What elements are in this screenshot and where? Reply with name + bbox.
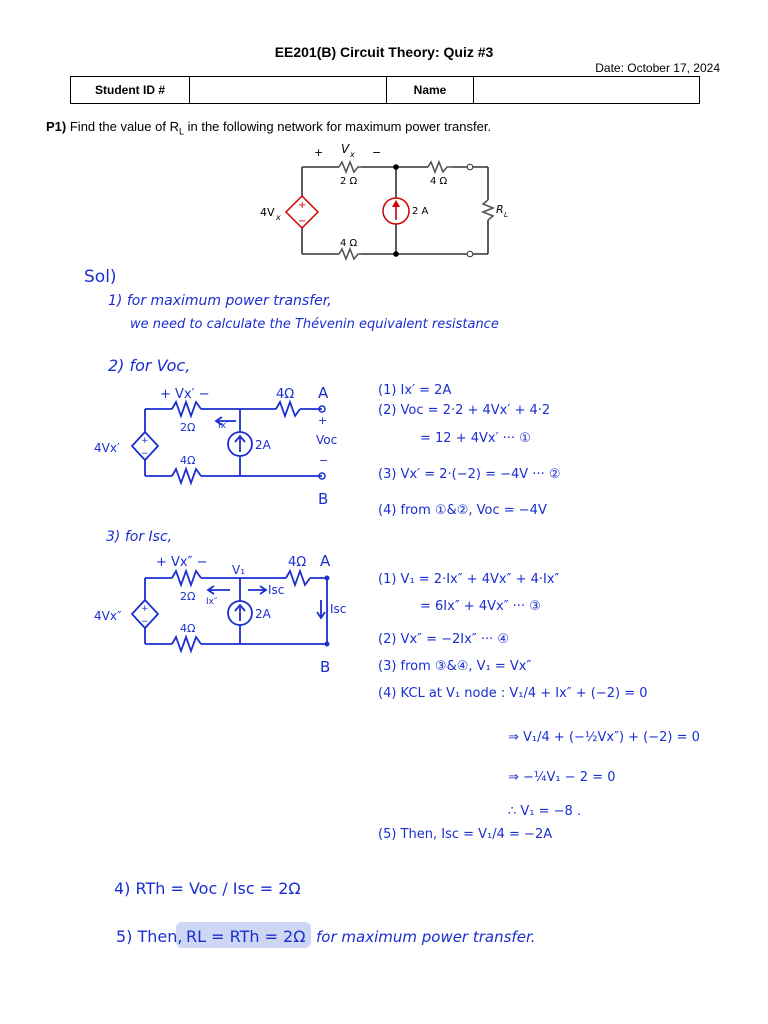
voc-src-plus: + bbox=[141, 436, 149, 446]
isc-node-a: A bbox=[320, 552, 331, 570]
rl-label: R bbox=[496, 203, 504, 216]
isc-src-plus: + bbox=[141, 604, 149, 614]
answer-highlight bbox=[176, 922, 311, 948]
problem-number: P1) bbox=[46, 119, 67, 134]
voc-eq1: (1) Ix′ = 2A bbox=[378, 383, 451, 398]
source-minus: − bbox=[298, 216, 306, 227]
isc-eq3: (2) Vx″ = −2Ix″ ··· ④ bbox=[378, 632, 509, 647]
isc-eq2: = 6Ix″ + 4Vx″ ··· ③ bbox=[420, 599, 541, 614]
current-source-label: 2 A bbox=[412, 206, 429, 217]
isc-r4-label: 4Ω bbox=[288, 555, 306, 570]
voc-circuit bbox=[130, 399, 322, 486]
vx-sub: x bbox=[349, 150, 355, 159]
vx-minus: − bbox=[372, 146, 381, 159]
student-id-label: Student ID # bbox=[70, 76, 190, 104]
isc-eq1: (1) V₁ = 2·Ix″ + 4Vx″ + 4·Ix″ bbox=[378, 572, 560, 587]
voc-2a-label: 2A bbox=[255, 438, 272, 452]
step5-reason: for maximum power transfer. bbox=[316, 928, 536, 946]
source-sub: x bbox=[275, 213, 281, 222]
isc-source-label: 4Vx″ bbox=[94, 609, 122, 623]
isc-2a-label: 2A bbox=[255, 607, 272, 621]
r-bottom-label: 4 Ω bbox=[340, 238, 358, 249]
isc-r2-label: 2Ω bbox=[180, 590, 195, 603]
step1-line1: 1) for maximum power transfer, bbox=[108, 293, 332, 309]
voc-src-minus: − bbox=[141, 449, 149, 459]
isc-src-minus: − bbox=[141, 617, 149, 627]
vx-label: V bbox=[341, 142, 350, 156]
isc-circuit bbox=[130, 568, 328, 654]
step2-heading: 2) for Voc, bbox=[108, 356, 190, 375]
problem-statement: P1) Find the value of RL in the followin… bbox=[46, 119, 491, 137]
voc-r2-label: 2Ω bbox=[180, 421, 195, 434]
quiz-title: EE201(B) Circuit Theory: Quiz #3 bbox=[274, 44, 494, 60]
isc-vx-label: + Vx″ − bbox=[156, 555, 208, 570]
quiz-date: Date: October 17, 2024 bbox=[595, 61, 720, 75]
voc-ix-label: Ix′ bbox=[218, 421, 228, 431]
voc-node-a: A bbox=[318, 384, 329, 402]
source-plus: + bbox=[298, 200, 306, 211]
voc-node-b: B bbox=[318, 490, 328, 508]
source-label: 4V bbox=[260, 206, 275, 219]
voc-rbot-label: 4Ω bbox=[180, 454, 195, 467]
isc-eq7: ⇒ −¼V₁ − 2 = 0 bbox=[508, 770, 615, 785]
step5-answer: RL = RTh = 2Ω bbox=[186, 927, 305, 946]
vx-plus: + bbox=[314, 146, 323, 159]
voc-minus: − bbox=[319, 454, 328, 467]
step4: 4) RTh = Voc / Isc = 2Ω bbox=[114, 879, 301, 898]
voc-plus: + bbox=[318, 414, 327, 427]
name-field[interactable] bbox=[473, 76, 700, 104]
voc-eq3: = 12 + 4Vx′ ··· ① bbox=[420, 431, 531, 446]
step1-line2: we need to calculate the Thévenin equiva… bbox=[130, 317, 499, 332]
problem-text-post: in the following network for maximum pow… bbox=[184, 119, 492, 134]
voc-eq5: (4) from ①&②, Voc = −4V bbox=[378, 503, 547, 518]
voc-eq4: (3) Vx′ = 2·(−2) = −4V ··· ② bbox=[378, 467, 560, 482]
voc-label: Voc bbox=[316, 433, 337, 447]
r-top-right-label: 4 Ω bbox=[430, 176, 448, 187]
name-label: Name bbox=[386, 76, 474, 104]
voc-vx-label: + Vx′ − bbox=[160, 387, 210, 402]
problem-circuit: + V x − 2 Ω 4 Ω 4 Ω 4V x + − 2 A R L bbox=[260, 142, 508, 262]
voc-r4-label: 4Ω bbox=[276, 387, 294, 402]
isc-label: Isc bbox=[330, 602, 346, 616]
student-info-table: Student ID # Name bbox=[70, 76, 700, 104]
r-top-left-label: 2 Ω bbox=[340, 176, 358, 187]
isc-node-b: B bbox=[320, 658, 330, 676]
problem-text-sub: L bbox=[178, 126, 184, 137]
voc-eq2: (2) Voc = 2·2 + 4Vx′ + 4·2 bbox=[378, 403, 550, 418]
isc-eq6: ⇒ V₁/4 + (−½Vx″) + (−2) = 0 bbox=[508, 730, 700, 745]
voc-source-label: 4Vx′ bbox=[94, 441, 120, 455]
isc-eq9: (5) Then, Isc = V₁/4 = −2A bbox=[378, 827, 552, 842]
step3-heading: 3) for Isc, bbox=[106, 529, 172, 545]
step5-then: 5) Then, bbox=[116, 927, 183, 946]
isc-v1-label: V₁ bbox=[232, 563, 245, 577]
student-id-field[interactable] bbox=[189, 76, 387, 104]
rl-sub: L bbox=[504, 211, 508, 219]
isc-rbot-label: 4Ω bbox=[180, 622, 195, 635]
isc-eq8: ∴ V₁ = −8 . bbox=[508, 804, 581, 819]
sol-label: Sol) bbox=[84, 267, 117, 287]
isc-eq4: (3) from ③&④, V₁ = Vx″ bbox=[378, 659, 531, 674]
problem-text-pre: Find the value of R bbox=[69, 119, 179, 134]
isc-eq5: (4) KCL at V₁ node : V₁/4 + Ix″ + (−2) =… bbox=[378, 686, 648, 701]
isc-ix-label: Ix″ bbox=[206, 597, 218, 607]
isc-arrow-label: Isc bbox=[268, 583, 284, 597]
